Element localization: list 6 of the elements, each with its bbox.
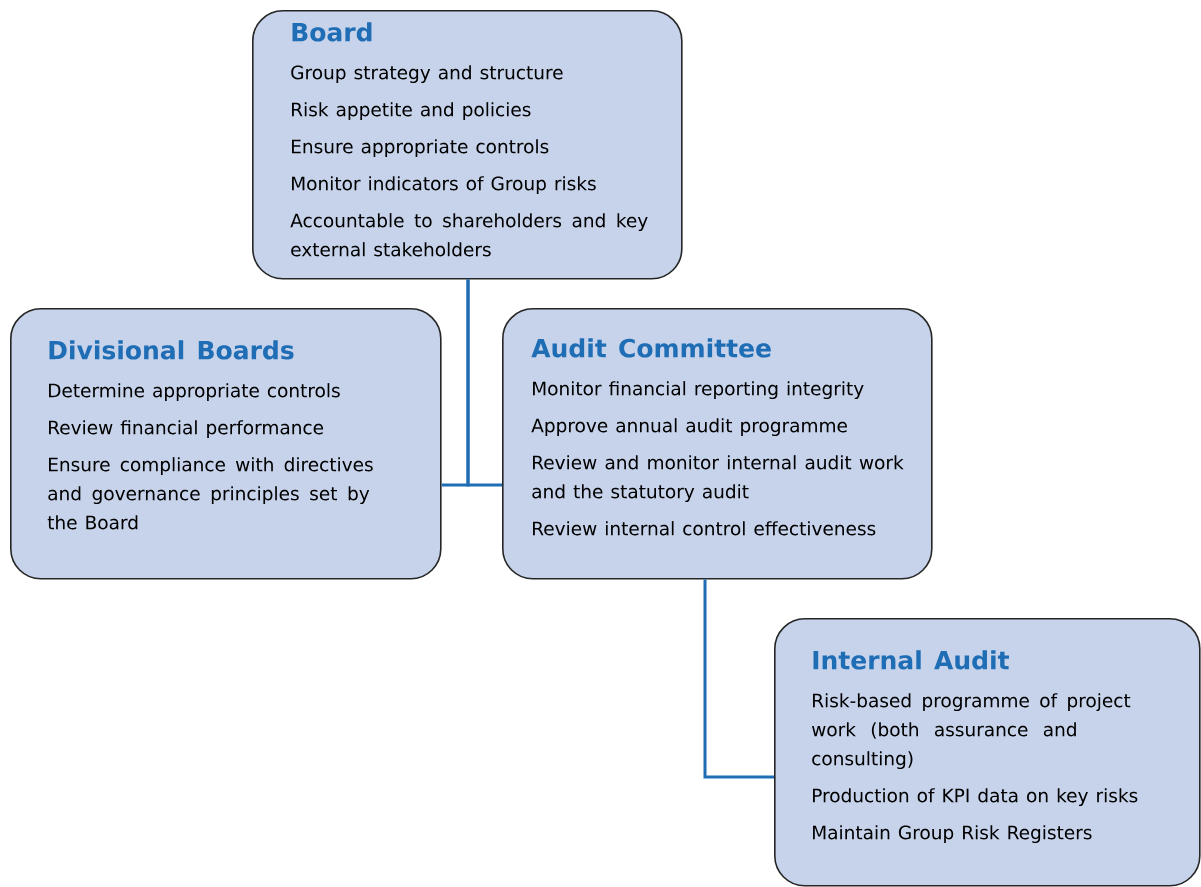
- role-box: Divisional Boards Determine appropriate controls Review financial performance Ensure compliance with directives and governance principles set by the Board: [10, 308, 442, 580]
- connector-line: [466, 279, 502, 487]
- role-box: Board Group strategy and structure Risk appetite and policies Ensure appropriate controls Monitor indicators of Group risks Accountable to shareholders and key external stakeholders: [252, 10, 683, 280]
- connector-line: [703, 579, 774, 779]
- role-box: Internal Audit Risk-based programme of project work (both assurance and consulting) Production of KPI data on key risks Maintain Group Risk Registers: [774, 618, 1201, 887]
- role-box: Audit Committee Monitor financial reporting integrity Approve annual audit programme Review and monitor internal audit work and the statutory audit Review internal control effectiveness: [502, 308, 933, 580]
